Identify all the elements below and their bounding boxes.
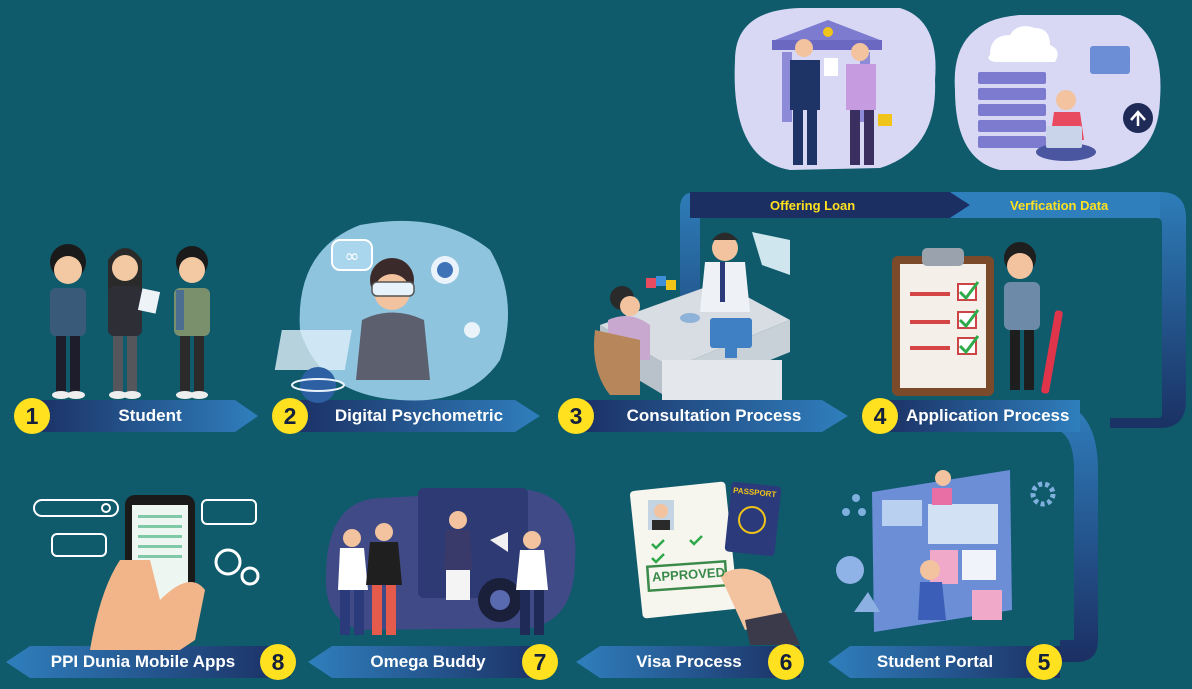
step-label-5: Student Portal — [876, 652, 994, 671]
visa-illustration — [629, 481, 800, 645]
arrow-mobile-apps — [6, 646, 290, 678]
arrow-omega-buddy — [308, 646, 548, 678]
step-label-7: Omega Buddy — [370, 652, 486, 671]
students-illustration — [50, 244, 210, 399]
step-label-3: Consultation Process — [626, 406, 802, 425]
step-label-6: Visa Process — [636, 652, 742, 671]
step-number-7: 7 — [522, 644, 558, 680]
consultation-illustration — [594, 232, 790, 400]
arrow-digital-psychometric — [290, 400, 540, 432]
step-number-3: 3 — [558, 398, 594, 434]
step-label-8: PPI Dunia Mobile Apps — [50, 652, 236, 671]
step-number-2: 2 — [272, 398, 308, 434]
connector-curve — [1050, 400, 1098, 662]
step-number-4: 4 — [862, 398, 898, 434]
arrow-visa — [576, 646, 800, 678]
arrow-student — [30, 400, 258, 432]
svg-text:∞: ∞ — [345, 246, 360, 267]
application-illustration — [892, 242, 1063, 396]
psychometric-illustration: ∞ — [274, 220, 508, 403]
bank-illustration — [734, 8, 936, 170]
mobile-apps-illustration — [33, 495, 260, 650]
student-portal-illustration — [836, 470, 1056, 632]
verification-illustration — [954, 15, 1161, 170]
arrow-application — [880, 400, 1080, 432]
step-label-4: Application Process — [906, 406, 1070, 425]
step-number-6: 6 — [768, 644, 804, 680]
arrow-student-portal — [828, 646, 1060, 678]
omega-buddy-illustration — [325, 488, 576, 635]
arrow-consultation — [575, 400, 848, 432]
step-label-2: Digital Psychometric — [334, 406, 504, 425]
verification-data-label: Verfication Data — [1010, 198, 1109, 213]
step-number-5: 5 — [1026, 644, 1062, 680]
offering-loan-label: Offering Loan — [770, 198, 856, 213]
step-number-1: 1 — [14, 398, 50, 434]
step-number-8: 8 — [260, 644, 296, 680]
verification-band — [950, 192, 1160, 218]
loan-band — [690, 192, 970, 218]
step-label-1: Student — [118, 406, 182, 425]
